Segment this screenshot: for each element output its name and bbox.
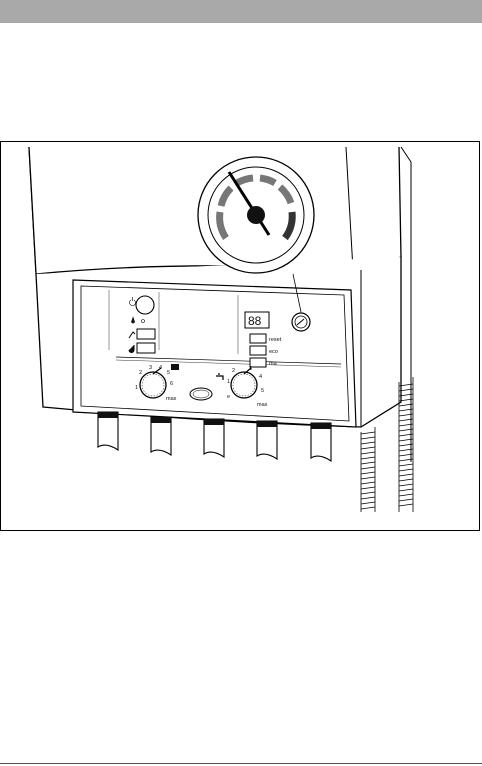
right-knob-3: 3	[249, 366, 252, 372]
left-knob-5: 5	[167, 370, 170, 376]
left-knob-6: 6	[170, 381, 173, 387]
reset-button-label: reset	[269, 337, 282, 343]
header-bar	[0, 0, 482, 23]
left-knob-max: max	[166, 396, 177, 402]
boiler-illustration: 88 reset eco ma 1 2 3 4 5 6 max e 1	[0, 141, 480, 531]
temperature-display: 88	[248, 314, 262, 328]
left-knob-1: 1	[135, 385, 138, 391]
right-knob-4: 4	[259, 374, 262, 380]
right-knob-1: 1	[227, 379, 230, 385]
left-knob-4: 4	[159, 365, 162, 371]
right-knob-e: e	[227, 394, 230, 400]
left-knob-2: 2	[139, 370, 142, 376]
service-button-label: ma	[269, 361, 278, 367]
left-knob-3: 3	[149, 365, 152, 371]
right-knob-2: 2	[232, 368, 235, 374]
right-knob-max: max	[257, 402, 268, 408]
right-knob-5: 5	[261, 388, 264, 394]
footer-rule	[0, 763, 482, 764]
eco-button-label: eco	[269, 349, 278, 355]
